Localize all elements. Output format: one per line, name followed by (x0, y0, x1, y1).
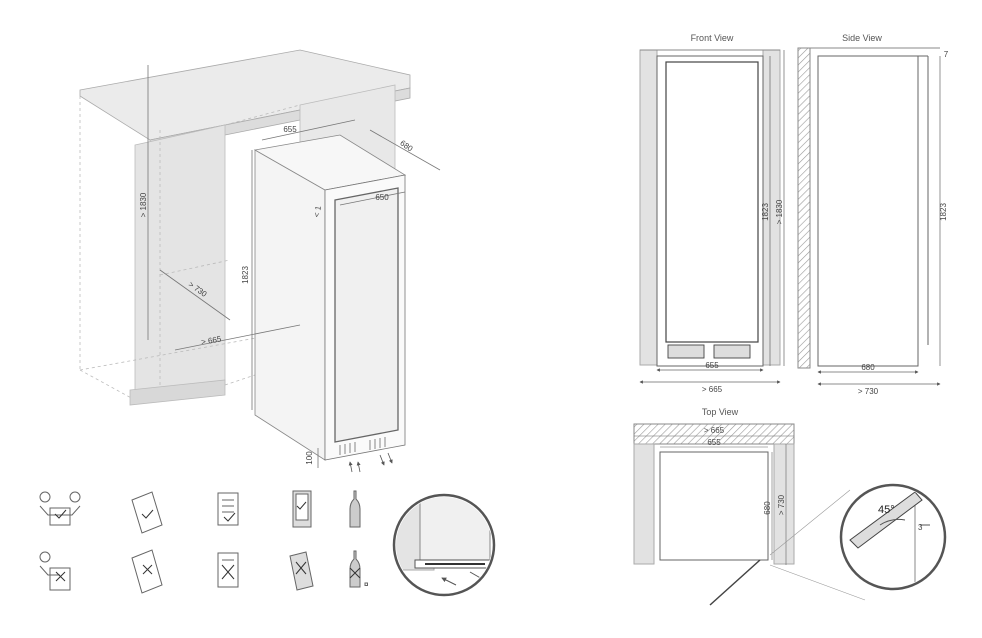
appliance-side (254, 149, 326, 461)
manual-cross-icon (131, 549, 163, 594)
top-depth: 680 (763, 501, 772, 515)
two-people-carry-cross-icon (39, 551, 71, 591)
side-top-gap: 7 (944, 50, 949, 59)
vent-detail-circle (392, 493, 496, 597)
dim-appliance-height: 1823 (241, 266, 250, 284)
dim-depth-top: 680 (398, 138, 415, 153)
hinge-angle: 45° (878, 504, 895, 516)
front-niche-left-wall (639, 49, 658, 366)
bottle-cross-icon (349, 550, 368, 588)
manual-check-icon (131, 491, 163, 534)
upright-fridge-check-icon (292, 490, 312, 528)
top-door-open-line (709, 559, 761, 606)
front-view: Front View (639, 33, 785, 384)
side-wall-hatch (797, 47, 811, 369)
icon-row-top (39, 490, 361, 534)
front-view-title: Front View (691, 33, 734, 43)
appliance-door-glass (334, 187, 399, 443)
front-height: 1823 (761, 203, 770, 221)
top-right-cabinet (773, 443, 795, 565)
front-niche-width: > 665 (702, 385, 723, 394)
appliance-vent (339, 437, 386, 455)
label-check-icon (217, 492, 239, 526)
side-niche-depth: > 730 (858, 387, 879, 396)
front-width: 655 (705, 361, 719, 370)
dim-niche-width: > 665 (200, 334, 222, 346)
side-depth: 680 (861, 363, 875, 372)
front-vent (667, 344, 751, 359)
side-view: Side View (797, 33, 941, 386)
left-cabinet-panel (134, 124, 226, 401)
front-door-glass (665, 61, 759, 343)
hinge-detail-circle (839, 483, 947, 591)
dim-door-width: 650 (375, 193, 389, 202)
icon-row-bottom (39, 549, 368, 594)
two-people-carry-icon (39, 491, 81, 526)
dim-plinth-height: 100 (305, 451, 314, 465)
top-view: Top View (633, 407, 947, 606)
dim-gap: < 1 (312, 205, 323, 218)
dim-niche-height: > 1830 (139, 192, 148, 217)
label-cross-icon (217, 552, 239, 588)
tilted-fridge-cross-icon (289, 551, 314, 591)
dim-width-top: 655 (283, 125, 297, 134)
front-niche-height: > 1830 (775, 199, 784, 224)
bottle-upright-icon (349, 490, 361, 528)
top-view-title: Top View (702, 407, 739, 417)
top-appliance-body (659, 451, 769, 561)
side-appliance-body (817, 55, 919, 367)
top-wall-hatch (633, 423, 795, 445)
top-niche-depth: > 730 (777, 494, 786, 515)
isometric-view (79, 49, 441, 473)
side-height: 1823 (939, 203, 948, 221)
top-width: 655 (707, 438, 721, 447)
hinge-gap: 3 (918, 523, 923, 532)
top-niche-width: > 665 (704, 426, 725, 435)
side-view-title: Side View (842, 33, 882, 43)
top-left-cabinet (633, 443, 655, 565)
